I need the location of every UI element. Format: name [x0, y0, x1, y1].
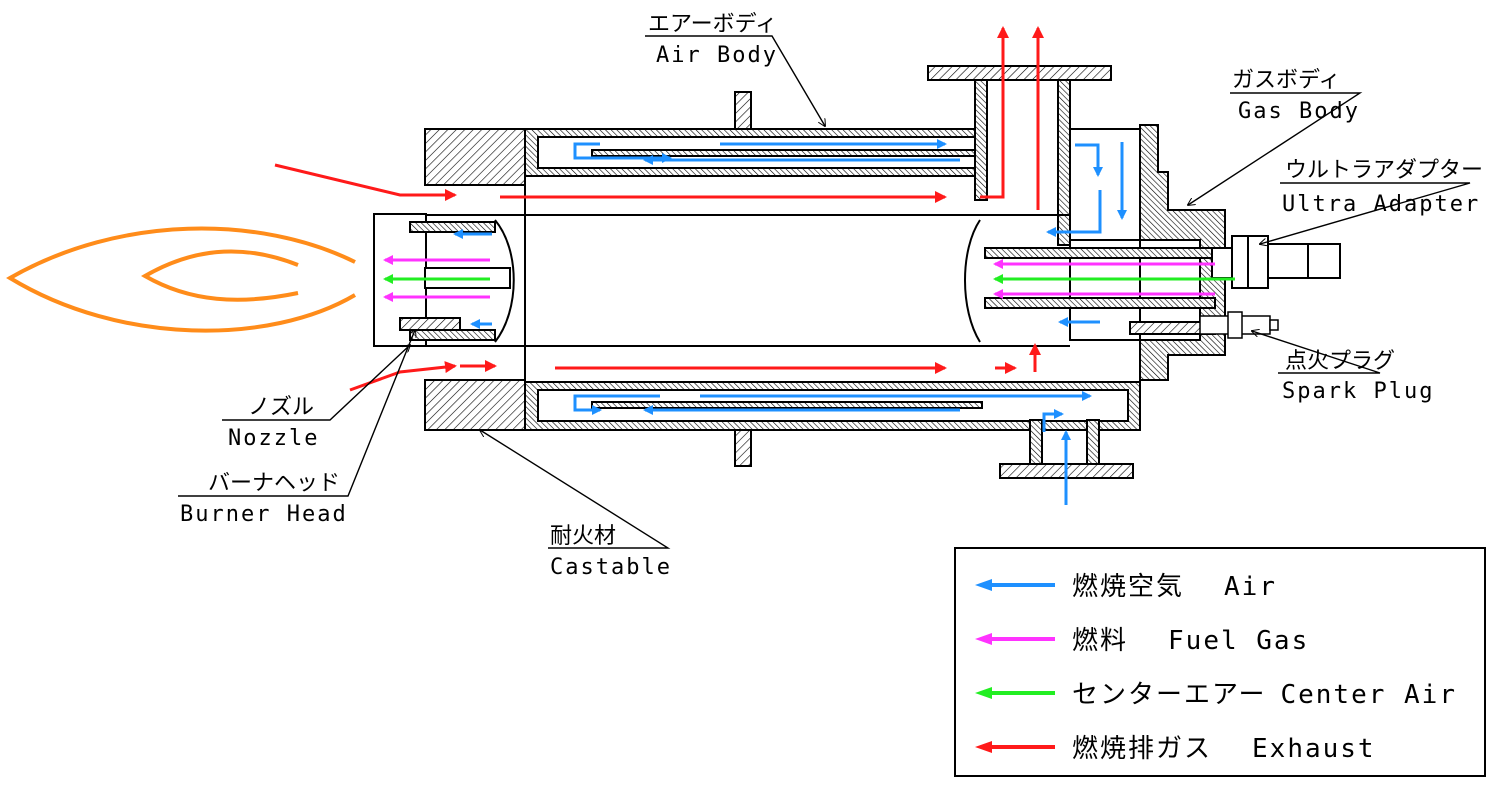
- legend-arrowhead: [975, 741, 992, 753]
- exhaust-outlet: [927, 65, 1112, 246]
- svg-text:ガスボディ: ガスボディ: [1232, 68, 1340, 93]
- label-nozzle: ノズル Nozzle: [228, 395, 319, 451]
- svg-text:ノズル: ノズル: [248, 395, 314, 420]
- svg-text:耐火材: 耐火材: [550, 524, 616, 549]
- label-gas-body: ガスボディ Gas Body: [1232, 68, 1360, 124]
- legend-arrowhead: [975, 579, 992, 591]
- svg-text:Air Body: Air Body: [656, 43, 778, 68]
- svg-text:バーナヘッド: バーナヘッド: [208, 471, 340, 496]
- leader-lines: [178, 35, 1471, 549]
- spark-plug: [1199, 311, 1279, 339]
- legend-label-en: Exhaust: [1252, 734, 1376, 764]
- svg-text:Gas Body: Gas Body: [1238, 99, 1360, 124]
- svg-text:Spark Plug: Spark Plug: [1282, 379, 1434, 404]
- air-body-upper: [524, 91, 976, 177]
- flame: [6, 226, 357, 333]
- svg-text:Castable: Castable: [550, 555, 672, 580]
- main-tube: [425, 185, 1070, 380]
- fuel-arrows: [383, 255, 1215, 302]
- legend-row: 燃焼排ガス Exhaust: [975, 734, 1376, 764]
- svg-text:ウルトラアダプター: ウルトラアダプター: [1285, 158, 1483, 183]
- ultra-adapter: [1211, 235, 1341, 289]
- svg-text:エアーボディ: エアーボディ: [648, 12, 777, 37]
- legend-label-jp: 燃焼排ガス: [1072, 734, 1212, 764]
- inner-tubes-right: [984, 247, 1216, 335]
- legend-frame: [954, 547, 1486, 777]
- legend-label-jp: 燃焼空気: [1072, 572, 1184, 602]
- legend-row: 燃焼空気 Air: [975, 572, 1277, 602]
- legend-row: センターエアー Center Air: [975, 680, 1457, 710]
- svg-text:Burner Head: Burner Head: [180, 502, 348, 527]
- label-ultra-adapter: ウルトラアダプター Ultra Adapter: [1282, 158, 1483, 217]
- legend-label-en: Fuel Gas: [1168, 626, 1309, 656]
- exhaust-arrows: [274, 26, 1044, 392]
- label-burner-head: バーナヘッド Burner Head: [180, 471, 348, 527]
- label-spark-plug: 点火プラグ Spark Plug: [1282, 349, 1434, 404]
- label-castable: 耐火材 Castable: [550, 524, 672, 580]
- label-air-body: エアーボディ Air Body: [648, 12, 778, 68]
- legend-label-en: Center Air: [1280, 680, 1457, 710]
- legend-label-jp: センターエアー: [1072, 680, 1266, 710]
- legend-row: 燃料 Fuel Gas: [975, 626, 1309, 656]
- svg-text:Ultra Adapter: Ultra Adapter: [1282, 192, 1480, 217]
- castable-upper: [424, 128, 526, 186]
- legend-arrowhead: [975, 633, 992, 645]
- svg-text:Nozzle: Nozzle: [228, 426, 319, 451]
- svg-text:点火プラグ: 点火プラグ: [1285, 349, 1395, 374]
- castable-lower: [424, 379, 526, 431]
- legend-arrowhead: [975, 687, 992, 699]
- air-body-lower: [524, 381, 1141, 467]
- legend: 燃焼空気 Air 燃料 Fuel Gas センターエアー Center Air 燃焼排ガス E…: [954, 547, 1486, 777]
- legend-label-jp: 燃料: [1072, 626, 1128, 656]
- legend-label-en: Air: [1224, 572, 1277, 602]
- air-arrows: [453, 139, 1127, 505]
